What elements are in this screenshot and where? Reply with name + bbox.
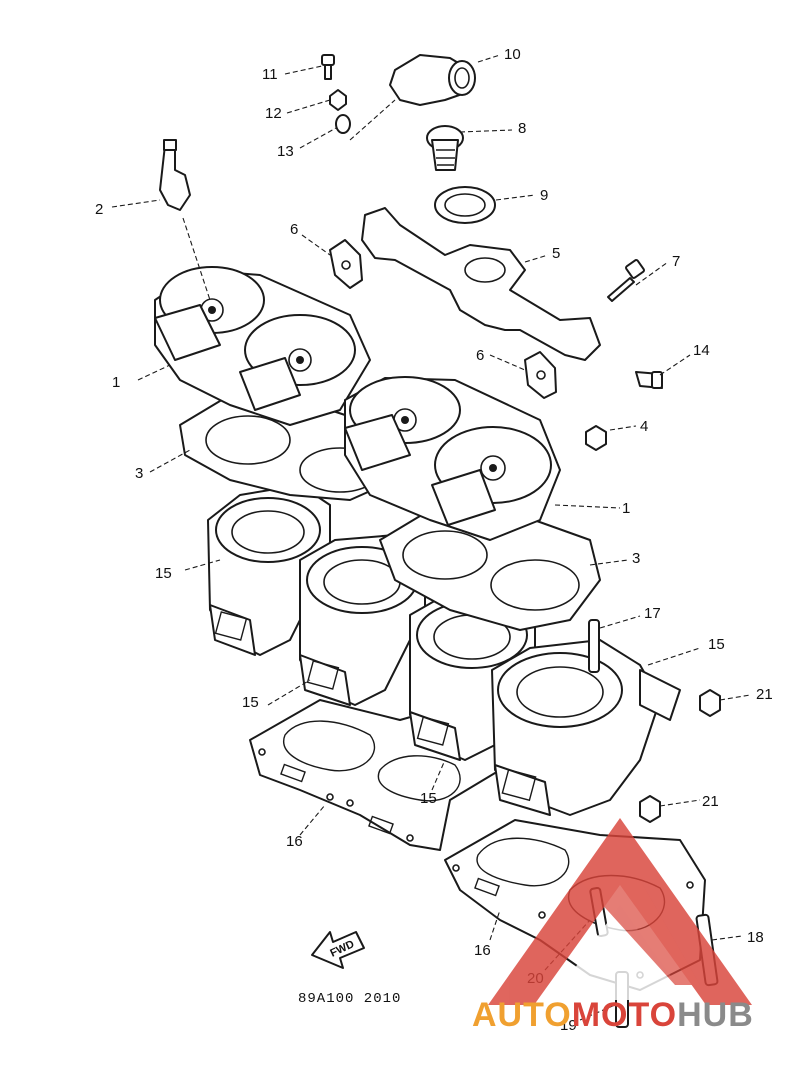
washer-13: [335, 114, 351, 134]
manifold-gasket-lower: [524, 351, 557, 399]
fitting-14: [635, 371, 663, 389]
thermostat-cover: [389, 54, 476, 106]
cylinder-head-rear: [154, 266, 371, 426]
callout-4: 4: [640, 418, 648, 435]
callout-18: 18: [747, 929, 764, 946]
callout-6b: 6: [476, 347, 484, 364]
callout-5: 5: [552, 245, 560, 262]
watermark-brand: AUTOMOTOHUB: [472, 996, 754, 1035]
cylinder-4: [491, 639, 681, 816]
bolt-7: [607, 259, 645, 302]
callout-15a: 15: [155, 565, 172, 582]
callout-21a: 21: [756, 686, 773, 703]
callout-16b: 16: [474, 942, 491, 959]
callout-1a: 1: [112, 374, 120, 391]
watermark-part-moto: MOTO: [571, 996, 678, 1034]
callout-2: 2: [95, 201, 103, 218]
thermostat: [426, 125, 464, 171]
callout-6a: 6: [290, 221, 298, 238]
fwd-arrow-icon: FWD: [311, 931, 365, 969]
nut-12: [329, 89, 347, 111]
callout-8: 8: [518, 120, 526, 137]
cylinder-head-front: [344, 376, 561, 541]
callout-12: 12: [265, 105, 282, 122]
callout-7: 7: [672, 253, 680, 270]
temperature-sensor: [159, 139, 191, 211]
callout-21b: 21: [702, 793, 719, 810]
leader-lines: [111, 54, 751, 1021]
callout-10: 10: [504, 46, 521, 63]
stud-17: [588, 619, 600, 673]
callout-15d: 15: [708, 636, 725, 653]
water-manifold: [361, 207, 601, 361]
callout-19: 19: [560, 1017, 577, 1034]
bolt-11: [321, 54, 335, 80]
callout-15c: 15: [420, 790, 437, 807]
thermostat-seal: [434, 186, 496, 224]
callout-11: 11: [262, 66, 278, 83]
part-code: 89A100 2010: [298, 991, 401, 1007]
callout-13: 13: [277, 143, 294, 160]
callout-15b: 15: [242, 694, 259, 711]
callout-3b: 3: [632, 550, 640, 567]
callout-3a: 3: [135, 465, 143, 482]
nut-4: [585, 425, 607, 451]
callout-1b: 1: [622, 500, 630, 517]
callout-14: 14: [693, 342, 710, 359]
callout-17: 17: [644, 605, 661, 622]
watermark-logo-icon: [488, 818, 752, 1005]
watermark-part-auto: AUTO: [472, 996, 572, 1034]
callout-16a: 16: [286, 833, 303, 850]
manifold-gasket-upper: [329, 239, 363, 289]
nut-21-lower: [639, 795, 661, 823]
nut-21-upper: [699, 689, 721, 717]
watermark-part-hub: HUB: [677, 996, 754, 1034]
callout-9: 9: [540, 187, 548, 204]
